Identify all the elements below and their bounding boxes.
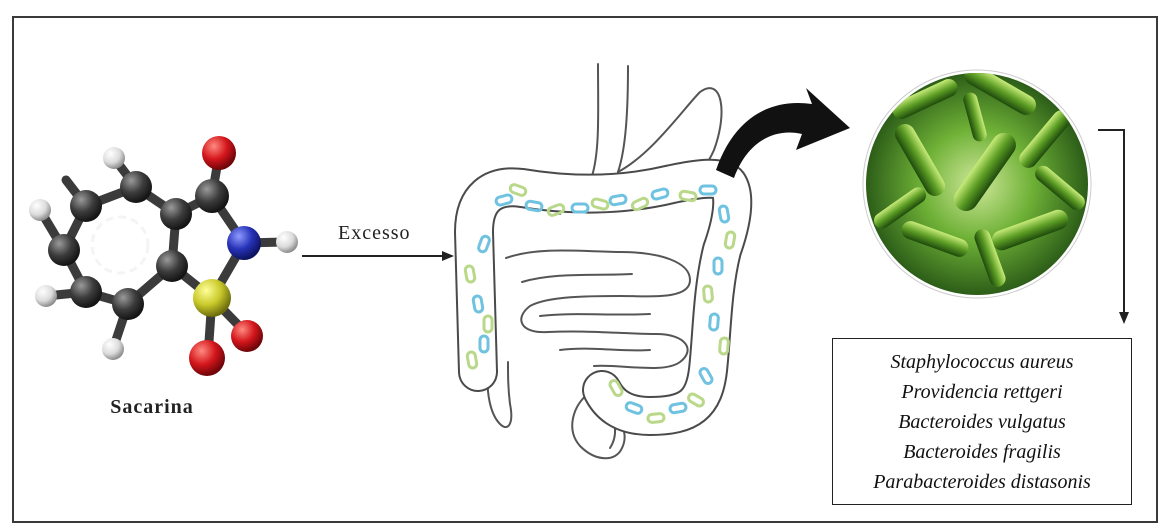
esophagus bbox=[592, 64, 598, 176]
carbon-atom bbox=[70, 276, 102, 308]
oxygen-atom bbox=[202, 136, 236, 170]
molecule-label: Sacarina bbox=[92, 396, 212, 419]
hydrogen-atom bbox=[29, 199, 51, 221]
microbe-image bbox=[863, 61, 1091, 298]
oxygen-atom bbox=[189, 340, 225, 376]
carbon-atom bbox=[120, 171, 152, 203]
carbon-atom bbox=[160, 198, 192, 230]
sulfur-atom bbox=[193, 279, 231, 317]
oxygen-atom bbox=[231, 320, 263, 352]
carbon-atom bbox=[195, 179, 229, 213]
hydrogen-atom bbox=[102, 338, 124, 360]
hydrogen-atom bbox=[276, 231, 298, 253]
curved-arrow bbox=[716, 88, 850, 178]
small-intestine-folds bbox=[522, 274, 650, 350]
species-item: Staphylococcus aureus bbox=[833, 347, 1131, 377]
species-item: Providencia rettgeri bbox=[833, 377, 1131, 407]
excess-label: Excesso bbox=[338, 222, 411, 245]
species-item: Parabacteroides distasonis bbox=[833, 467, 1131, 497]
esophagus-wall bbox=[618, 66, 628, 172]
aromatic-ring-marker bbox=[92, 217, 148, 273]
carbon-atom bbox=[112, 288, 144, 320]
carbon-atom bbox=[156, 250, 188, 282]
carbon-atom bbox=[70, 190, 102, 222]
nitrogen-atom bbox=[227, 226, 261, 260]
species-list-box: Staphylococcus aureus Providencia rettge… bbox=[832, 338, 1132, 505]
colon bbox=[474, 179, 732, 416]
carbon-atom bbox=[48, 234, 80, 266]
species-item: Bacteroides fragilis bbox=[833, 437, 1131, 467]
small-intestine bbox=[506, 251, 690, 369]
hydrogen-atom bbox=[103, 147, 125, 169]
saccharin-molecule bbox=[29, 136, 298, 376]
hydrogen-atom bbox=[35, 285, 57, 307]
species-item: Bacteroides vulgatus bbox=[833, 407, 1131, 437]
list-connector-arrow bbox=[1098, 130, 1124, 322]
